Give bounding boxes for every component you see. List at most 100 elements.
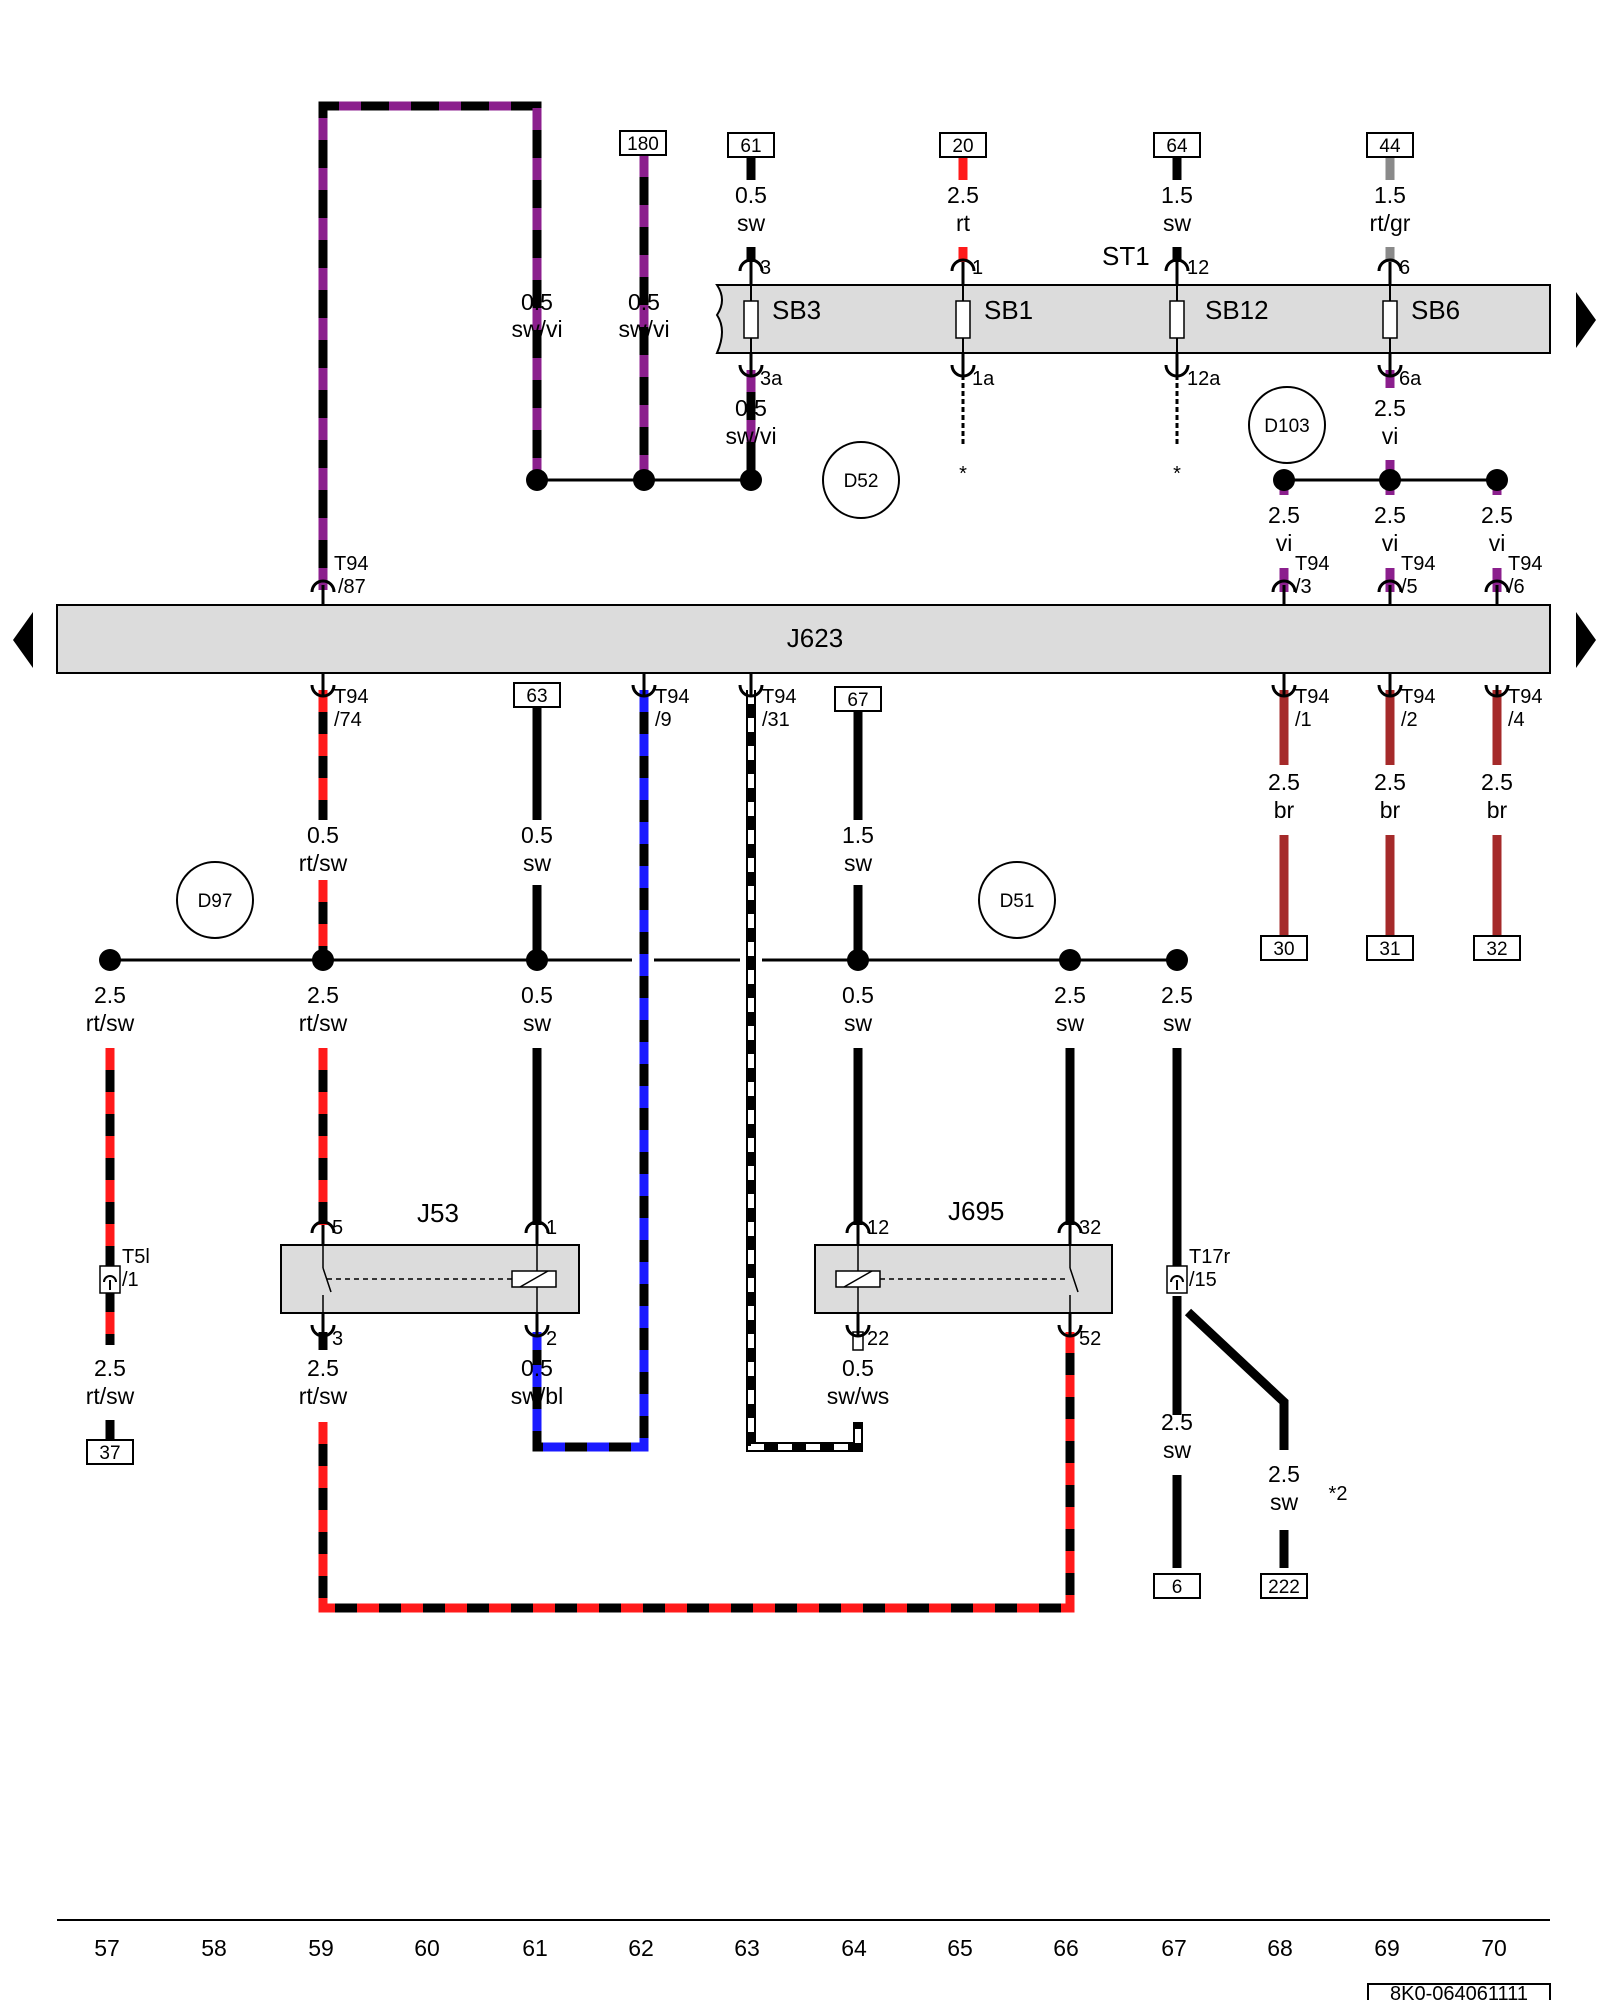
note-star-1: * (959, 463, 967, 485)
ref-box-222: 222 (1260, 1573, 1308, 1599)
svg-text:2.5: 2.5 (307, 1355, 339, 1381)
svg-text:32: 32 (1486, 939, 1507, 960)
ref-box-6: 6 (1153, 1573, 1201, 1599)
fuse-sb1-label: SB1 (984, 295, 1033, 325)
svg-text:1: 1 (546, 1217, 557, 1239)
svg-text:31: 31 (1379, 939, 1400, 960)
svg-text:/1: /1 (1295, 709, 1312, 731)
svg-text:61: 61 (740, 136, 761, 157)
st1-label: ST1 (1102, 241, 1150, 271)
svg-text:/5: /5 (1401, 576, 1418, 598)
svg-text:0.5: 0.5 (307, 822, 339, 848)
svg-text:D52: D52 (844, 471, 879, 492)
svg-text:1a: 1a (972, 368, 995, 390)
svg-text:1: 1 (972, 257, 983, 279)
fuse-sb3-label: SB3 (772, 295, 821, 325)
svg-text:6a: 6a (1399, 368, 1422, 390)
svg-text:rt/sw: rt/sw (299, 1010, 348, 1036)
svg-text:6: 6 (1399, 257, 1410, 279)
svg-text:/1: /1 (122, 1269, 139, 1291)
ground-point-d103: D103 (1248, 386, 1326, 464)
svg-text:/31: /31 (762, 709, 790, 731)
pin-symbols (310, 258, 1510, 1338)
j623-label: J623 (787, 623, 843, 653)
svg-text:63: 63 (734, 1935, 760, 1961)
svg-text:vi: vi (1276, 530, 1293, 556)
svg-text:sw: sw (523, 850, 552, 876)
svg-text:3a: 3a (760, 368, 783, 390)
fuse-sb12: SB12 (1169, 285, 1269, 353)
svg-text:T94: T94 (762, 686, 796, 708)
svg-text:2.5: 2.5 (1054, 982, 1086, 1008)
column-numbers: 57 58 59 60 61 62 63 64 65 66 67 68 69 7… (94, 1935, 1507, 1961)
svg-text:62: 62 (628, 1935, 654, 1961)
svg-text:2.5: 2.5 (947, 182, 979, 208)
svg-text:0.5: 0.5 (735, 182, 767, 208)
ref-box-180: 180 (619, 130, 667, 156)
ref-box-20: 20 (939, 132, 987, 158)
fuse-holder-st1: ST1 (715, 241, 1551, 354)
svg-text:br: br (1274, 797, 1295, 823)
svg-text:2.5: 2.5 (1161, 982, 1193, 1008)
ref-box-37: 37 (86, 1439, 134, 1465)
svg-text:180: 180 (627, 134, 659, 155)
svg-text:sw/vi: sw/vi (618, 316, 669, 342)
svg-text:T94: T94 (334, 553, 368, 575)
svg-text:rt: rt (956, 210, 971, 236)
pin-labels: 3 1 12 6 3a 1a 12a 6a T94/87 T94/3 T94/5… (122, 257, 1542, 1350)
svg-text:5: 5 (332, 1217, 343, 1239)
note-footnote-2: *2 (1329, 1483, 1348, 1505)
svg-text:61: 61 (522, 1935, 548, 1961)
wire-t17r-branch (1184, 1308, 1289, 1450)
svg-text:70: 70 (1481, 1935, 1507, 1961)
svg-text:T94: T94 (1401, 553, 1435, 575)
svg-text:sw/vi: sw/vi (511, 316, 562, 342)
svg-text:2.5: 2.5 (1481, 769, 1513, 795)
svg-text:8K0-064061111: 8K0-064061111 (1390, 1983, 1528, 2000)
svg-text:68: 68 (1267, 1935, 1293, 1961)
fuse-sb6-label: SB6 (1411, 295, 1460, 325)
svg-text:sw: sw (1163, 210, 1192, 236)
svg-text:D97: D97 (198, 891, 233, 912)
j53-label: J53 (417, 1198, 459, 1228)
svg-text:sw: sw (844, 850, 873, 876)
svg-text:0.5: 0.5 (521, 822, 553, 848)
svg-text:1.5: 1.5 (1374, 182, 1406, 208)
ref-box-30: 30 (1260, 935, 1308, 961)
svg-text:2.5: 2.5 (94, 982, 126, 1008)
svg-text:/87: /87 (338, 576, 366, 598)
wire-t94-31 (746, 690, 863, 1452)
svg-text:3: 3 (332, 1328, 343, 1350)
ref-box-32: 32 (1473, 935, 1521, 961)
svg-text:0.5: 0.5 (842, 1355, 874, 1381)
svg-text:2.5: 2.5 (1161, 1409, 1193, 1435)
relay-j695: J695 (814, 1196, 1113, 1314)
svg-text:1.5: 1.5 (842, 822, 874, 848)
svg-text:sw: sw (844, 1010, 873, 1036)
wire-sw-vi-loop-stripe (318, 101, 542, 590)
svg-text:sw: sw (1270, 1489, 1299, 1515)
junction-nodes (99, 469, 1508, 971)
svg-text:T94: T94 (1508, 686, 1542, 708)
ref-box-64: 64 (1153, 132, 1201, 158)
svg-text:/74: /74 (334, 709, 362, 731)
svg-text:vi: vi (1382, 423, 1399, 449)
fuse-sb3: SB3 (743, 285, 821, 353)
svg-text:222: 222 (1268, 1577, 1300, 1598)
relay-j53: J53 (280, 1198, 580, 1314)
svg-text:D103: D103 (1264, 416, 1309, 437)
svg-text:65: 65 (947, 1935, 973, 1961)
ref-box-31: 31 (1366, 935, 1414, 961)
svg-text:69: 69 (1374, 1935, 1400, 1961)
svg-text:2.5: 2.5 (1374, 395, 1406, 421)
svg-text:44: 44 (1379, 136, 1401, 157)
wire-sw-vi-loop (318, 101, 542, 590)
svg-text:1.5: 1.5 (1161, 182, 1193, 208)
control-unit-j623: J623 (56, 604, 1551, 674)
svg-text:D51: D51 (1000, 891, 1035, 912)
wire-rt-sw-loop (318, 1332, 1075, 1613)
svg-text:T94: T94 (334, 686, 368, 708)
svg-text:2.5: 2.5 (307, 982, 339, 1008)
svg-text:3: 3 (760, 257, 771, 279)
svg-text:58: 58 (201, 1935, 227, 1961)
